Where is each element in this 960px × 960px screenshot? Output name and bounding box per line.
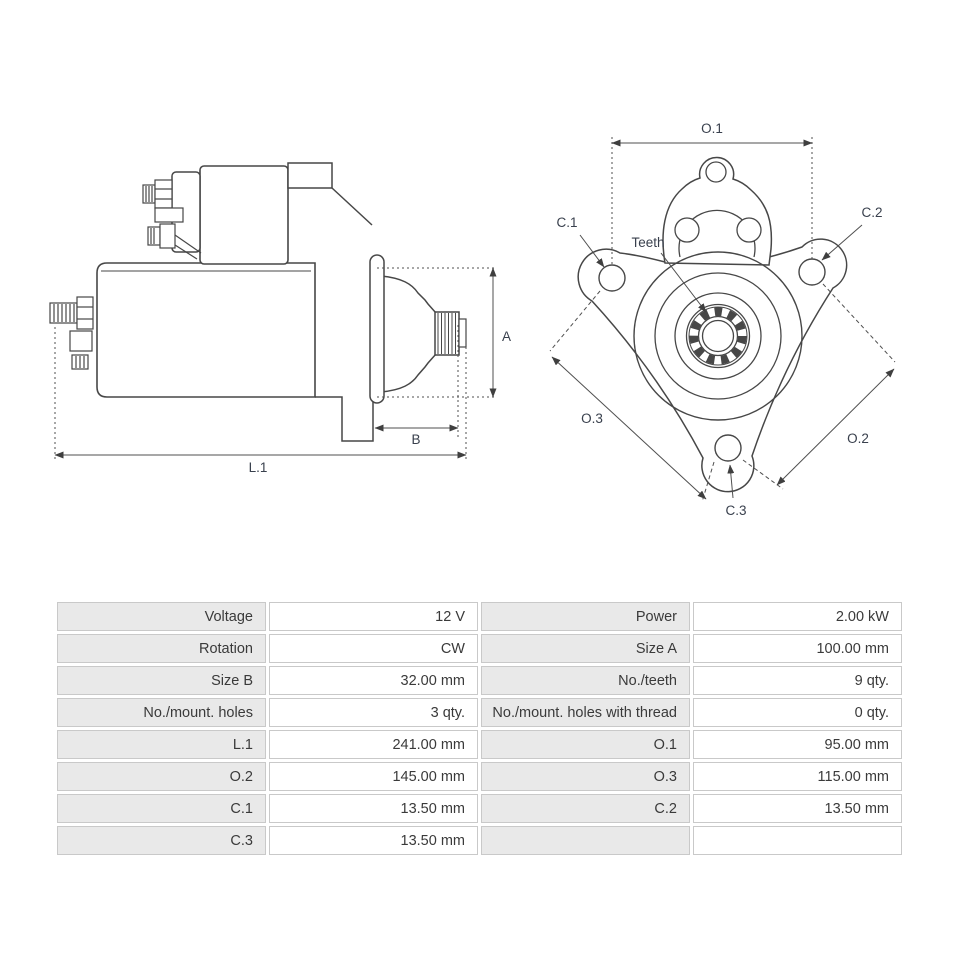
spec-label: No./mount. holes [57,698,266,727]
spec-label: O.2 [57,762,266,791]
table-row: O.2 145.00 mm O.3 115.00 mm [57,762,902,791]
spec-label: C.3 [57,826,266,855]
spec-value: 3 qty. [269,698,478,727]
spec-value: 13.50 mm [693,794,902,823]
table-row: No./mount. holes 3 qty. No./mount. holes… [57,698,902,727]
spec-value: 12 V [269,602,478,631]
table-row: Voltage 12 V Power 2.00 kW [57,602,902,631]
spec-label: Size A [481,634,690,663]
spec-label: No./teeth [481,666,690,695]
spec-value: 145.00 mm [269,762,478,791]
spec-value: 115.00 mm [693,762,902,791]
spec-label: O.1 [481,730,690,759]
spec-value: 13.50 mm [269,826,478,855]
dim-label-b: B [411,432,420,447]
table-row: C.1 13.50 mm C.2 13.50 mm [57,794,902,823]
spec-value: 95.00 mm [693,730,902,759]
spec-value: 2.00 kW [693,602,902,631]
spec-label: L.1 [57,730,266,759]
spec-value: 32.00 mm [269,666,478,695]
dim-label-c2: C.2 [861,205,882,220]
dim-label-o1: O.1 [701,121,723,136]
spec-value: 241.00 mm [269,730,478,759]
dim-label-o2: O.2 [847,431,869,446]
side-view-dimensions [54,267,497,462]
spec-label: Rotation [57,634,266,663]
spec-value [693,826,902,855]
dim-label-o3: O.3 [581,411,603,426]
spec-value: 13.50 mm [269,794,478,823]
spec-table: Voltage 12 V Power 2.00 kW Rotation CW S… [54,599,905,858]
front-view-dimensions [549,137,896,503]
spec-label: No./mount. holes with thread [481,698,690,727]
dim-label-c1: C.1 [556,215,577,230]
spec-value: 9 qty. [693,666,902,695]
spec-label: C.1 [57,794,266,823]
table-row: Rotation CW Size A 100.00 mm [57,634,902,663]
spec-label: Voltage [57,602,266,631]
side-view-outline [49,162,467,442]
side-view-drawing: A B L.1 [49,162,511,475]
table-row: C.3 13.50 mm [57,826,902,855]
spec-label [481,826,690,855]
dim-label-teeth: Teeth [631,235,664,250]
spec-label: O.3 [481,762,690,791]
dim-label-a: A [502,329,511,344]
dim-label-c3: C.3 [725,503,746,518]
spec-value: 0 qty. [693,698,902,727]
spec-value: 100.00 mm [693,634,902,663]
dim-label-l1: L.1 [249,460,268,475]
table-row: L.1 241.00 mm O.1 95.00 mm [57,730,902,759]
spec-label: C.2 [481,794,690,823]
spec-value: CW [269,634,478,663]
spec-label: Size B [57,666,266,695]
gear-teeth-ring [689,307,747,365]
spec-label: Power [481,602,690,631]
table-row: Size B 32.00 mm No./teeth 9 qty. [57,666,902,695]
front-view-drawing: O.1 C.1 C.2 Teeth O.3 O.2 C.3 [549,121,896,518]
front-view-outline [577,156,848,493]
